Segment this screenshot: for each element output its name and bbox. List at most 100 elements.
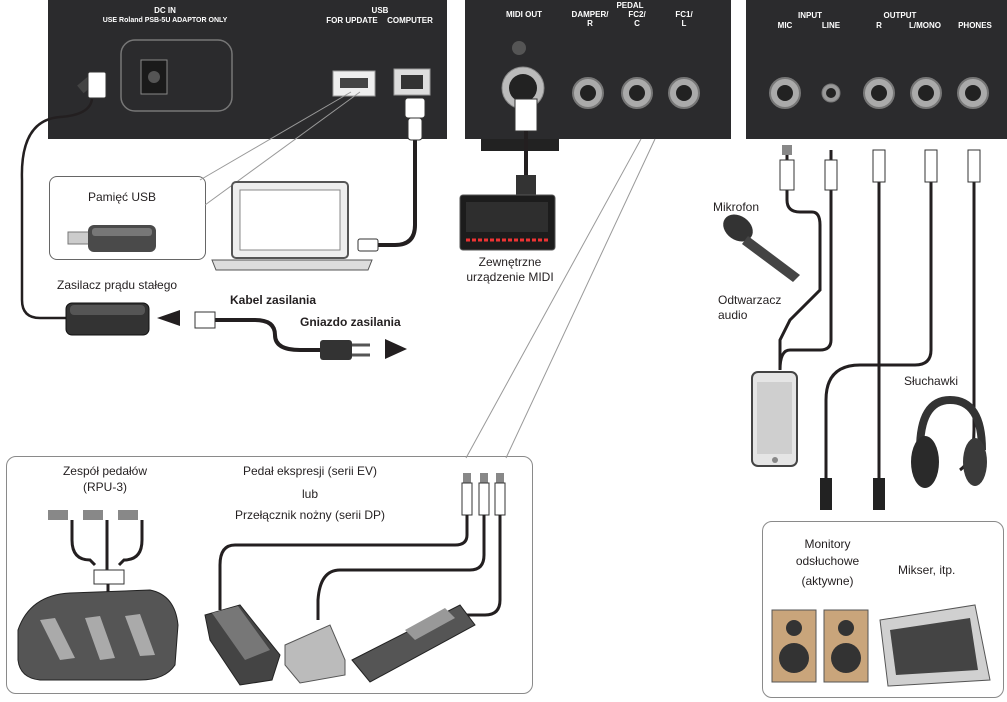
rear-panel-right bbox=[746, 0, 1007, 139]
pedal-header: PEDAL bbox=[616, 1, 644, 10]
rpu3-junction bbox=[93, 569, 125, 585]
usb-update-port[interactable] bbox=[332, 70, 376, 97]
expression-pedal-icon bbox=[204, 604, 281, 686]
usb-header: USB bbox=[371, 6, 389, 15]
rpu3-plugs bbox=[48, 510, 138, 520]
rear-panel-middle bbox=[465, 0, 731, 139]
usb-computer-cable bbox=[378, 120, 417, 247]
footswitch-label: Przełącznik nożny (serii DP) bbox=[234, 508, 386, 522]
headphones-icon bbox=[911, 395, 987, 488]
mixer-label: Mikser, itp. bbox=[898, 563, 956, 577]
fc1-label-2: L bbox=[681, 19, 687, 28]
monitor-speaker-left bbox=[771, 609, 817, 683]
fc2-label-1: FC2/ bbox=[628, 10, 646, 19]
microphone-icon bbox=[723, 214, 800, 282]
dc-in-label: DC IN bbox=[154, 6, 176, 15]
footswitch-icon bbox=[284, 624, 346, 684]
power-arrow-right bbox=[385, 339, 407, 359]
line-label: LINE bbox=[821, 21, 841, 30]
mic-cable bbox=[778, 148, 822, 370]
midi-plug bbox=[514, 98, 538, 132]
dc-cable bbox=[20, 98, 94, 320]
monitors-label-3: (aktywne) bbox=[801, 574, 854, 588]
mic-label: MIC bbox=[777, 21, 793, 30]
monitors-label-1: Monitory bbox=[804, 537, 851, 551]
dc-adapter-label: Zasilacz prądu stałego bbox=[57, 278, 178, 292]
phones-cable bbox=[959, 150, 976, 472]
usb-computer-port[interactable] bbox=[393, 68, 431, 96]
headphones-label: Słuchawki bbox=[904, 374, 959, 388]
pedal-callout-line-2 bbox=[505, 138, 656, 459]
damper-label-2: R bbox=[587, 19, 593, 28]
usb-a-plug bbox=[357, 238, 379, 252]
damper-label-1: DAMPER/ bbox=[571, 10, 609, 19]
fc1-jack[interactable] bbox=[668, 77, 700, 109]
output-r-plug bbox=[872, 149, 886, 183]
audio-player-label-2: audio bbox=[718, 308, 748, 322]
output-l-cable bbox=[824, 150, 933, 480]
usb-update-label: FOR UPDATE bbox=[326, 16, 378, 25]
power-cable bbox=[214, 318, 320, 352]
output-l-mono-jack[interactable] bbox=[910, 77, 942, 109]
mic-jack[interactable] bbox=[769, 77, 801, 109]
power-plug bbox=[320, 340, 370, 360]
mixer-icon bbox=[879, 604, 991, 687]
midi-plug-device bbox=[516, 175, 536, 195]
expression-pedal-cable bbox=[218, 515, 469, 610]
midi-out-label: MIDI OUT bbox=[506, 10, 542, 19]
usb-memory-label: Pamięć USB bbox=[88, 190, 157, 204]
output-header: OUTPUT bbox=[883, 11, 917, 20]
phones-plug bbox=[967, 149, 981, 183]
pedal-unit-label-1: Zespół pedałów bbox=[62, 464, 148, 478]
midi-device-label-1: Zewnętrzne bbox=[478, 255, 542, 269]
output-l-plug bbox=[924, 149, 938, 183]
monitor-speaker-right bbox=[823, 609, 869, 683]
power-cable-label: Kabel zasilania bbox=[230, 293, 317, 307]
power-cable-connector bbox=[194, 311, 216, 329]
output-r-plug-monitor bbox=[873, 478, 885, 510]
expression-pedal-label: Pedał ekspresji (serii EV) bbox=[242, 464, 378, 478]
footswitch-cable bbox=[316, 515, 486, 620]
damper-jack[interactable] bbox=[572, 77, 604, 109]
midi-device-icon bbox=[459, 194, 556, 251]
usb-b-plug bbox=[404, 97, 426, 141]
usb-callout-line-2 bbox=[204, 91, 361, 206]
output-r-jack[interactable] bbox=[863, 77, 895, 109]
line-plug bbox=[824, 159, 838, 191]
dc-plug bbox=[77, 71, 107, 99]
laptop-icon bbox=[211, 181, 373, 271]
usb-callout-line-1 bbox=[199, 91, 352, 181]
phones-jack[interactable] bbox=[957, 77, 989, 109]
rpu3-pedal-unit bbox=[17, 589, 179, 681]
pedal-callout-line-1 bbox=[465, 138, 642, 459]
power-outlet-label: Gniazdo zasilania bbox=[300, 315, 401, 329]
fc1-label-1: FC1/ bbox=[675, 10, 693, 19]
usb-stick-icon bbox=[67, 225, 156, 252]
rpu3-cables bbox=[70, 520, 144, 575]
fc2-jack[interactable] bbox=[621, 77, 653, 109]
line-cable bbox=[778, 150, 833, 371]
input-header: INPUT bbox=[798, 11, 822, 20]
rear-panel-left bbox=[48, 0, 447, 139]
monitors-label-2: odsłuchowe bbox=[795, 554, 860, 568]
mic-plug bbox=[779, 145, 795, 191]
damper-pedal-icon bbox=[351, 604, 476, 683]
power-arrow-left bbox=[157, 310, 180, 326]
l-mono-label: L/MONO bbox=[909, 21, 941, 30]
line-jack[interactable] bbox=[821, 83, 841, 103]
phones-label: PHONES bbox=[958, 21, 992, 30]
usb-computer-label: COMPUTER bbox=[387, 16, 433, 25]
audio-player-icon bbox=[751, 371, 798, 467]
or-label: lub bbox=[301, 487, 318, 501]
audio-player-label-1: Odtwarzacz bbox=[718, 293, 782, 307]
dc-in-jack bbox=[120, 39, 233, 112]
panel-foot bbox=[481, 139, 559, 151]
output-l-plug-monitor bbox=[820, 478, 832, 510]
dc-adapter bbox=[65, 302, 150, 336]
pedal-plugs bbox=[461, 473, 506, 516]
pedal-unit-label-2: (RPU-3) bbox=[83, 480, 127, 494]
microphone-label: Mikrofon bbox=[713, 200, 760, 214]
r-label: R bbox=[876, 21, 882, 30]
midi-device-label-2: urządzenie MIDI bbox=[466, 270, 554, 284]
